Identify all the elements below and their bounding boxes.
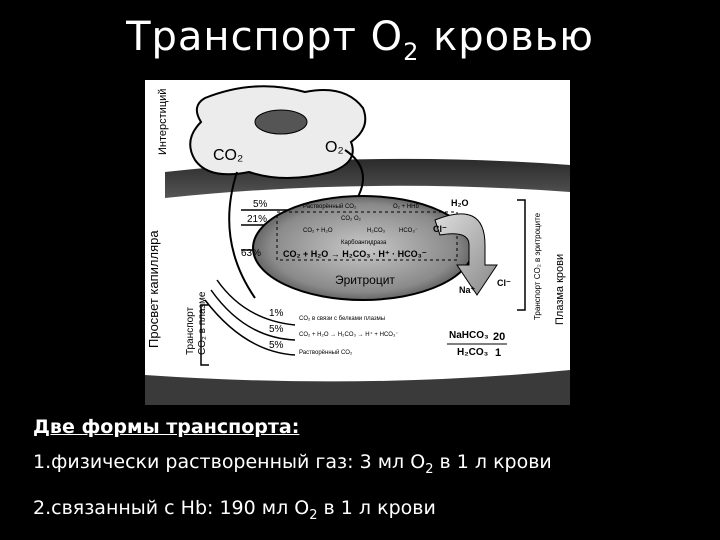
ratio-top: 20 bbox=[493, 331, 505, 343]
item2-pre: 2.связанный с Hb: 190 мл О bbox=[33, 496, 310, 519]
o2-cell-label: O₂ bbox=[325, 139, 344, 156]
title-main: Транспорт О bbox=[126, 14, 404, 60]
item1-post: в 1 л крови bbox=[433, 451, 552, 473]
exchange-arrow bbox=[434, 213, 498, 296]
title-subscript: 2 bbox=[403, 38, 420, 66]
transport-diagram: Интерстиций Просвет капилляра Транспорт … bbox=[145, 80, 570, 405]
flow-line-plasma-a bbox=[216, 279, 296, 326]
ery-row3: CO₂ + H₂O bbox=[303, 228, 333, 234]
item1-sub: 2 bbox=[425, 461, 434, 477]
plasma-label: Плазма крови bbox=[554, 254, 566, 325]
erythro-co2-label: Транспорт CO₂ в эритроците bbox=[533, 212, 542, 320]
item2-post: в 1 л крови bbox=[317, 496, 436, 519]
flow-line-plasma-c bbox=[204, 299, 296, 356]
ery-row3c: HCO₃⁻ bbox=[399, 228, 418, 234]
capillary-label: Просвет капилляра bbox=[146, 230, 161, 348]
pct-1: 1% bbox=[269, 308, 284, 319]
plasma-row2: CO₂ + H₂O → H₂CO₃ → H⁺ + HCO₃⁻ bbox=[299, 331, 399, 338]
cell-nucleus bbox=[254, 109, 308, 135]
nahco3-label: NaHCO₃ bbox=[449, 330, 489, 341]
pct-5-b: 5% bbox=[269, 340, 284, 351]
item2-sub: 2 bbox=[309, 507, 318, 523]
capillary-wall-bottom bbox=[145, 370, 570, 405]
pct-5-top: 5% bbox=[253, 199, 268, 210]
h2o-label: H₂O bbox=[451, 198, 469, 208]
left-bracket bbox=[200, 304, 209, 366]
forms-heading: Две формы транспорта: bbox=[33, 416, 300, 438]
ery-row1b: O₂ + HHb bbox=[393, 204, 420, 210]
plasma-co2-label-1: Транспорт bbox=[185, 306, 196, 355]
ratio-bottom: 1 bbox=[495, 347, 501, 359]
title-tail: кровью bbox=[419, 14, 594, 60]
erythrocyte-dashed-zone bbox=[276, 211, 458, 261]
item1-pre: 1.физически растворенный газ: 3 мл О bbox=[33, 451, 426, 473]
na-label: Na⁺ bbox=[459, 285, 476, 295]
flow-line-plasma-b bbox=[210, 289, 296, 341]
cl-out-label: Cl⁻ bbox=[497, 278, 511, 288]
h2co3-label: H₂CO₃ bbox=[457, 347, 489, 358]
plasma-row3: Растворённый CO₂ bbox=[299, 349, 353, 356]
slide-title: Транспорт О2 кровью bbox=[0, 14, 720, 66]
form-item-2: 2.связанный с Hb: 190 мл О2 в 1 л крови bbox=[33, 494, 713, 530]
cl-in-label: Cl⁻ bbox=[433, 224, 447, 234]
carbonic-anhydrase: Карбоангидраза bbox=[341, 240, 387, 246]
erythrocyte-label: Эритроцит bbox=[335, 273, 395, 287]
ery-row2: CO₂ O₂ bbox=[341, 216, 362, 222]
flow-line-co2 bbox=[228, 171, 256, 299]
pct-5-a: 5% bbox=[269, 324, 284, 335]
right-bracket bbox=[517, 199, 526, 311]
plasma-co2-label-2: CO₂ в плазме bbox=[197, 291, 208, 355]
ery-row1: Растворённый CO₂ bbox=[303, 203, 357, 210]
co2-cell-label: CO₂ bbox=[213, 147, 243, 164]
plasma-row1: CO₂ в связи с белками плазмы bbox=[299, 316, 385, 322]
ery-row3b: H₂CO₃ bbox=[367, 228, 386, 234]
pct-21: 21% bbox=[247, 214, 267, 225]
main-reaction: CO₂ + H₂O → H₂CO₃ · H⁺ · HCO₃⁻ bbox=[283, 249, 427, 259]
pct-63: 63% bbox=[241, 248, 261, 259]
form-item-1: 1.физически растворенный газ: 3 мл О2 в … bbox=[33, 448, 713, 484]
interstitium-label: Интерстиций bbox=[157, 89, 169, 155]
transport-forms: Две формы транспорта: 1.физически раство… bbox=[33, 416, 713, 540]
